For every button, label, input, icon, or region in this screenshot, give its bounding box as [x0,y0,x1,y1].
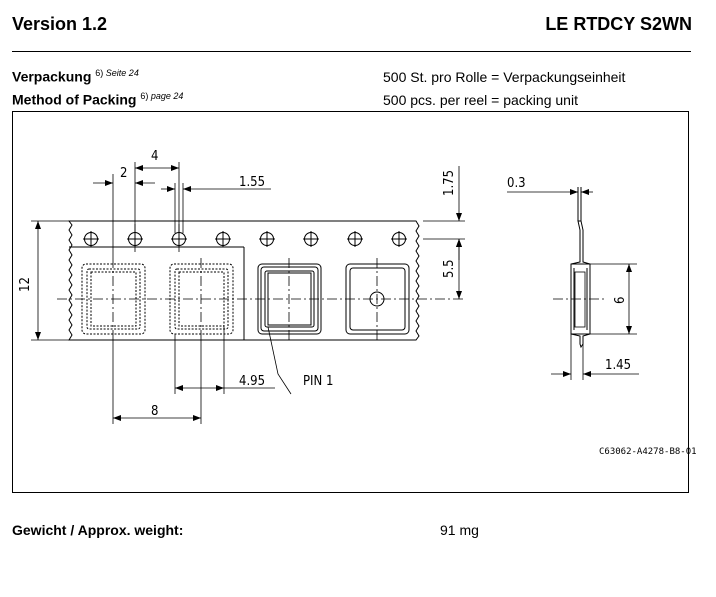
tape-side-view [570,187,591,349]
packing-value-en: 500 pcs. per reel = packing unit [383,92,578,108]
dim-12-label: 12 [18,277,33,292]
tape-drawing: 4 2 1.55 1.75 0.3 5.5 12 6 1.45 4.95 PIN… [12,111,697,493]
dim-1-75-label: 1.75 [442,170,457,196]
dim-6-label: 6 [613,297,628,304]
dim-0-3-label: 0.3 [507,176,526,191]
packing-ref-en: 6) page 24 [140,91,183,101]
packing-ref-de-num: 6) [95,68,104,78]
tape-drawing-svg: 4 2 1.55 1.75 0.3 5.5 12 6 1.45 4.95 PIN… [18,149,697,457]
dim-2-label: 2 [120,166,127,181]
packing-ref-en-page: page 24 [150,91,184,101]
dim-8-label: 8 [151,404,158,419]
packing-label-en: Method of Packing 6) page 24 [12,91,183,108]
dim-6-lines [590,263,637,335]
product-name: LE RTDCY S2WN [545,14,692,34]
dim-4-95-lines [174,326,275,394]
dim-12-lines [31,220,69,341]
packing-label-en-text: Method of Packing [12,91,137,108]
dim-4-lines [134,162,180,231]
drawing-code: C63062-A4278-B8-01 [599,447,697,457]
header-divider [12,51,691,52]
dim-4-95-label: 4.95 [239,374,265,389]
dim-5-5-label: 5.5 [442,259,457,278]
dim-1-45-lines [551,334,639,380]
weight-label: Gewicht / Approx. weight: [12,522,184,538]
dim-1-55-label: 1.55 [239,175,265,190]
pin1-label: PIN 1 [303,374,333,389]
packing-label-de: Verpackung 6) Seite 24 [12,68,139,85]
dim-8-lines [112,340,202,424]
document-version: Version 1.2 [12,14,108,34]
center-lines [57,224,463,340]
pin1-leader [267,326,292,395]
packing-value-de: 500 St. pro Rolle = Verpackungseinheit [383,69,626,85]
packing-ref-de-page: Seite 24 [105,68,139,78]
weight-value: 91 mg [440,522,479,538]
dim-4-label: 4 [151,149,158,164]
dim-2-lines [93,174,155,258]
carrier-tape-outline [68,220,420,341]
packing-label-de-text: Verpackung [12,68,92,85]
packing-ref-de: 6) Seite 24 [95,68,139,78]
packing-ref-en-num: 6) [140,91,149,101]
dim-1-55-lines [161,183,271,233]
sprocket-holes [83,231,407,247]
dim-1-45-label: 1.45 [605,358,631,373]
